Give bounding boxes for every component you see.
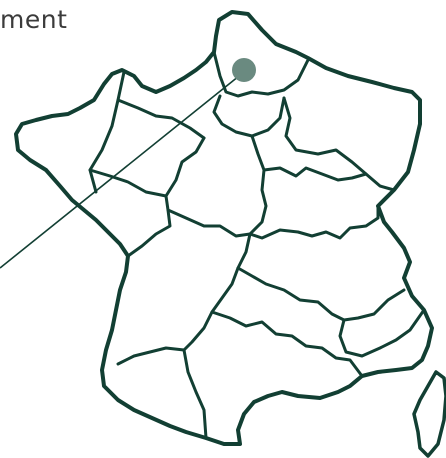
caption-fragment: ment [0, 5, 68, 34]
region-borders [88, 50, 426, 440]
pointer-line [0, 71, 245, 269]
corsica-outline [412, 370, 446, 458]
location-marker [232, 58, 256, 82]
